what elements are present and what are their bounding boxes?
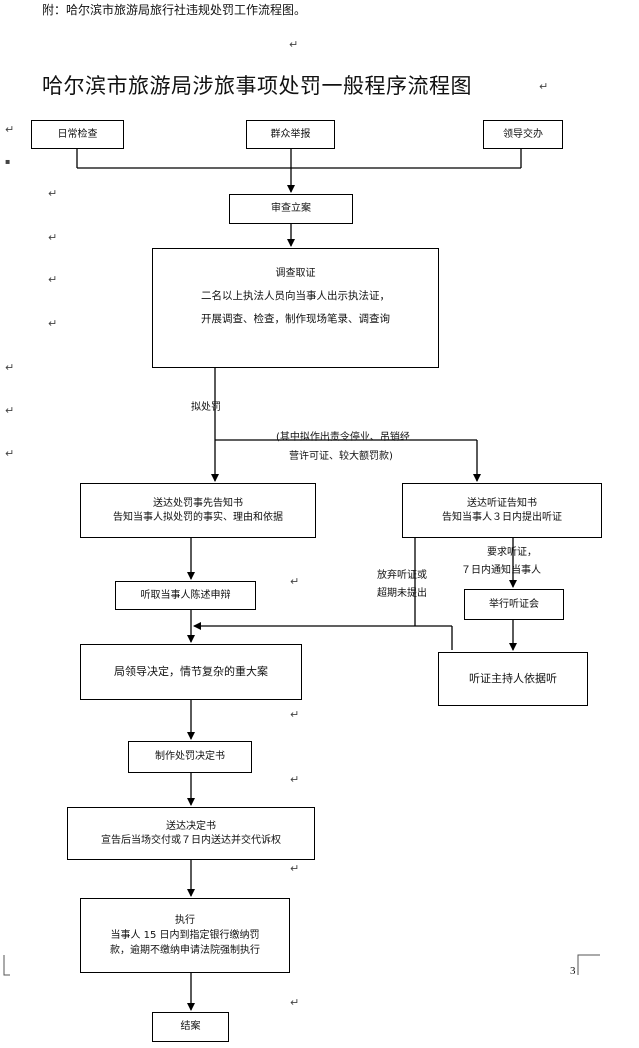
- node-title: 执行: [175, 915, 195, 926]
- page-number: 3: [570, 965, 576, 977]
- paragraph-mark: ↵: [539, 80, 549, 93]
- node-label: 群众举报: [270, 128, 311, 140]
- node-close-case: 结案: [152, 1012, 229, 1042]
- node-title: 调查取证: [275, 268, 316, 279]
- node-daily-inspection: 日常检查: [31, 120, 124, 149]
- node-line: 款，逾期不缴纳申请法院强制执行: [110, 945, 260, 956]
- node-review-filing: 审查立案: [229, 194, 353, 224]
- paragraph-mark: ▪: [5, 157, 11, 166]
- node-label: 审查立案: [271, 203, 311, 215]
- paragraph-mark: ↵: [48, 187, 58, 200]
- node-label: 日常检查: [57, 128, 98, 140]
- node-execute: 执行 当事人 15 日内到指定银行缴纳罚 款，逾期不缴纳申请法院强制执行: [80, 898, 290, 973]
- paragraph-mark: ↵: [290, 708, 300, 721]
- node-desc: 告知当事人拟处罚的事实、理由和依据: [113, 511, 283, 523]
- node-label: 听取当事人陈述申辩: [140, 589, 231, 601]
- paragraph-mark: ↵: [5, 447, 15, 460]
- label-request-2: ７日内通知当事人: [461, 565, 541, 576]
- node-hearing-notice: 送达听证告知书 告知当事人３日内提出听证: [402, 483, 602, 538]
- node-title: 送达处罚事先告知书: [153, 498, 243, 509]
- corner-mark-left: [3, 955, 10, 976]
- paragraph-mark: ↵: [48, 231, 58, 244]
- node-line: 开展调查、检查，制作现场笔录、调查询: [201, 313, 390, 326]
- label-proposed-penalty: 拟处罚: [191, 402, 221, 413]
- node-line: 当事人 15 日内到指定银行缴纳罚: [110, 930, 260, 941]
- paragraph-mark: ↵: [48, 317, 58, 330]
- paragraph-mark: ↵: [290, 996, 300, 1009]
- node-investigate: 调查取证 二名以上执法人员向当事人出示执法证， 开展调查、检查，制作现场笔录、调…: [152, 248, 439, 368]
- corner-mark-right: [577, 954, 600, 975]
- node-public-report: 群众举报: [246, 120, 335, 149]
- node-title: 送达听证告知书: [467, 498, 537, 509]
- node-label: 制作处罚决定书: [155, 751, 225, 763]
- node-hear-defense: 听取当事人陈述申辩: [115, 581, 256, 610]
- page-title: 哈尔滨市旅游局涉旅事项处罚一般程序流程图: [42, 74, 472, 98]
- node-leader-assign: 领导交办: [483, 120, 563, 149]
- node-title: 送达决定书: [166, 821, 216, 832]
- label-severe-note-2: 营许可证、较大额罚款): [289, 451, 393, 462]
- paragraph-mark: ↵: [5, 123, 15, 136]
- label-severe-note-1: (其中拟作出责令停业、吊销经: [276, 432, 410, 443]
- node-line: 二名以上执法人员向当事人出示执法证，: [201, 290, 390, 302]
- paragraph-mark: ↵: [5, 404, 15, 417]
- paragraph-mark: ↵: [48, 273, 58, 286]
- node-prior-notice: 送达处罚事先告知书 告知当事人拟处罚的事实、理由和依据: [80, 483, 316, 538]
- node-label: 听证主持人依据听: [469, 671, 557, 685]
- paragraph-mark: ↵: [290, 773, 300, 786]
- label-waive-2: 超期未提出: [377, 588, 427, 599]
- header-note: 附：哈尔滨市旅游局旅行社违规处罚工作流程图。: [42, 3, 307, 17]
- paragraph-mark: ↵: [289, 38, 299, 51]
- paragraph-mark: ↵: [290, 575, 300, 588]
- label-request-1: 要求听证，: [487, 547, 537, 558]
- node-make-decision: 制作处罚决定书: [128, 741, 252, 773]
- paragraph-mark: ↵: [290, 862, 300, 875]
- node-leader-decision: 局领导决定，情节复杂的重大案: [80, 644, 302, 700]
- node-label: 局领导决定，情节复杂的重大案: [114, 664, 268, 678]
- node-hold-hearing: 举行听证会: [464, 589, 564, 620]
- node-hearing-host: 听证主持人依据听: [438, 652, 588, 706]
- node-label: 领导交办: [503, 128, 543, 140]
- node-label: 举行听证会: [489, 598, 539, 610]
- node-desc: 宣告后当场交付或７日内送达并交代诉权: [101, 834, 281, 846]
- paragraph-mark: ↵: [5, 361, 15, 374]
- node-desc: 告知当事人３日内提出听证: [442, 511, 562, 523]
- node-label: 结案: [180, 1021, 201, 1033]
- node-deliver-decision: 送达决定书 宣告后当场交付或７日内送达并交代诉权: [67, 807, 315, 860]
- label-waive-1: 放弃听证或: [377, 570, 427, 581]
